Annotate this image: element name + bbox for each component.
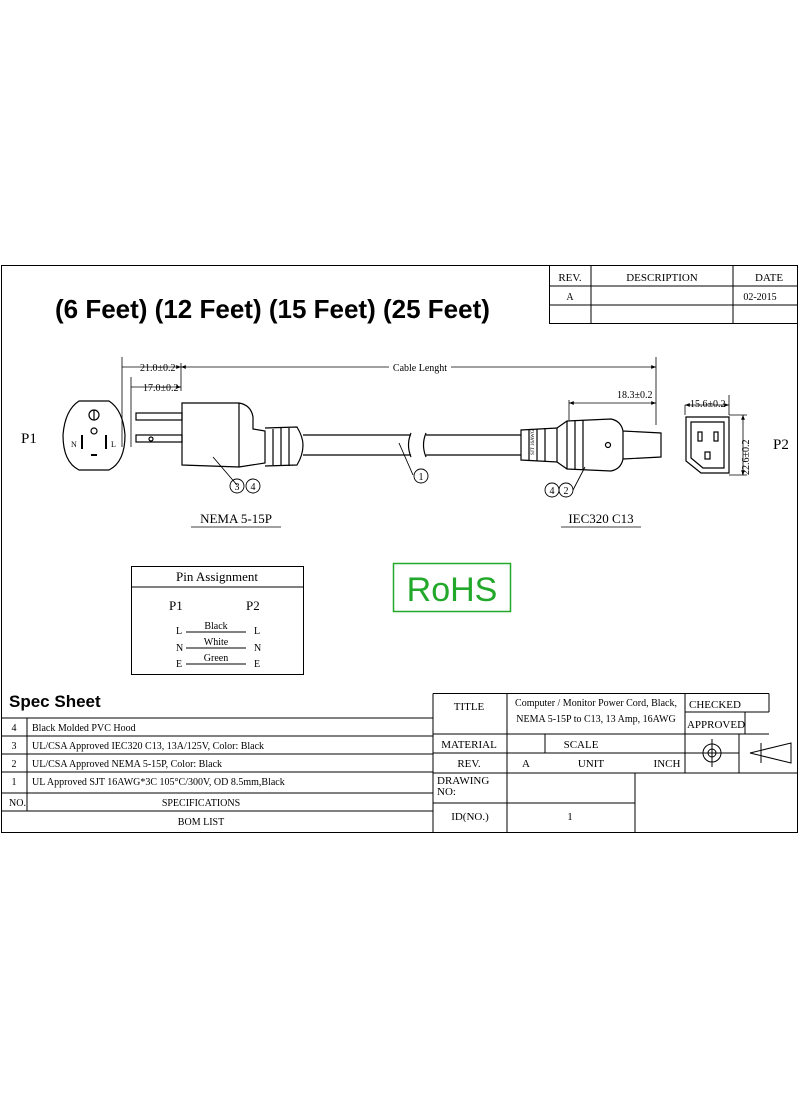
- pin-row-l-left: L: [176, 626, 182, 637]
- pin-row-l-wire: Black: [204, 621, 227, 632]
- plug-pin-n: N: [71, 440, 77, 449]
- drawing-canvas: REV. DESCRIPTION DATE A 02-2015 (6 Feet)…: [1, 265, 798, 833]
- unit-label: UNIT: [578, 758, 605, 770]
- pin-row-e-left: E: [176, 659, 182, 670]
- callouts: [212, 442, 586, 498]
- rev-value-tb: A: [522, 758, 530, 770]
- pin-assignment-box: [131, 566, 304, 675]
- spec-no-3: 3: [12, 741, 17, 752]
- cable-length-label: Cable Lenght: [393, 363, 447, 374]
- projection-symbol: [698, 739, 792, 767]
- date-value: 02-2015: [743, 292, 776, 303]
- spec-item-2: UL/CSA Approved NEMA 5-15P, Color: Black: [32, 759, 222, 770]
- unit-value: INCH: [654, 758, 681, 770]
- dim-17: 17.0±0.2: [143, 383, 179, 394]
- pin-row-n-right: N: [254, 643, 261, 654]
- dim-18: 18.3±0.2: [617, 390, 653, 401]
- bom-list-label: BOM LIST: [178, 817, 224, 828]
- title-line-2: NEMA 5-15P to C13, 13 Amp, 16AWG: [516, 714, 675, 725]
- title-line-1: Computer / Monitor Power Cord, Black,: [515, 698, 677, 709]
- drawing-sheet: REV. DESCRIPTION DATE A 02-2015 (6 Feet)…: [1, 265, 798, 833]
- title-block: [432, 693, 798, 832]
- spec-no-2: 2: [12, 759, 17, 770]
- spec-no-4: 4: [12, 723, 17, 734]
- drawing-no-label-1: DRAWING: [437, 775, 489, 787]
- callout-1: 1: [419, 472, 424, 483]
- rev-value: A: [566, 292, 574, 303]
- callout-3: 3: [235, 482, 240, 493]
- p2-label: P2: [773, 437, 789, 453]
- lengths-title: (6 Feet) (12 Feet) (15 Feet) (25 Feet): [55, 294, 490, 324]
- spec-spec-header: SPECIFICATIONS: [162, 798, 240, 809]
- spec-no-header: NO.: [9, 798, 26, 809]
- date-header: DATE: [755, 272, 783, 284]
- pin-row-l-right: L: [254, 626, 260, 637]
- checked-label: CHECKED: [689, 699, 741, 711]
- rev-label: REV.: [457, 758, 481, 770]
- sheet-border: [1, 265, 798, 833]
- spec-item-1: UL Approved SJT 16AWG*3C 105°C/300V, OD …: [32, 777, 285, 788]
- rohs-label: RoHS: [407, 571, 498, 609]
- pin-row-n-left: N: [176, 643, 183, 654]
- description-header: DESCRIPTION: [626, 272, 698, 284]
- approved-label: APPROVED: [687, 719, 745, 731]
- plug-name: NEMA 5-15P: [200, 511, 272, 526]
- callout-2: 2: [564, 486, 569, 497]
- connector-name: IEC320 C13: [568, 511, 633, 526]
- spec-item-3: UL/CSA Approved IEC320 C13, 13A/125V, Co…: [32, 741, 264, 752]
- dim-22: 22.6±0.2: [741, 440, 752, 476]
- rohs-box: [392, 562, 512, 613]
- scale-label: SCALE: [564, 739, 599, 751]
- pin-p1-header: P1: [169, 598, 183, 613]
- nema-plug-side: [135, 402, 521, 468]
- pin-row-e-wire: Green: [204, 653, 228, 664]
- spec-table: [1, 717, 433, 812]
- revision-table: [549, 265, 798, 324]
- dim-15: 15.6±0.2: [690, 399, 726, 410]
- spec-item-4: Black Molded PVC Hood: [32, 723, 136, 734]
- dim-21: 21.0±0.2: [140, 363, 176, 374]
- callout-4: 4: [251, 482, 256, 493]
- spec-no-1: 1: [12, 777, 17, 788]
- id-no-value: 1: [567, 811, 573, 823]
- p1-label: P1: [21, 431, 37, 447]
- iec-connector-side: [520, 418, 662, 472]
- connector-mark: SJT 16AWG: [531, 429, 536, 455]
- title-label: TITLE: [454, 701, 485, 713]
- rev-header: REV.: [558, 272, 582, 284]
- pin-row-e-right: E: [254, 659, 260, 670]
- iec-connector-face: [685, 416, 730, 474]
- pin-assignment-title: Pin Assignment: [176, 569, 258, 584]
- drawing-no-label-2: NO:: [437, 786, 456, 798]
- id-no-label: ID(NO.): [451, 811, 489, 823]
- pin-p2-header: P2: [246, 598, 260, 613]
- plug-pin-l: L: [111, 440, 116, 449]
- pin-row-n-wire: White: [204, 637, 229, 648]
- callout-4b: 4: [550, 486, 555, 497]
- material-label: MATERIAL: [441, 739, 497, 751]
- spec-sheet-title: Spec Sheet: [9, 692, 101, 711]
- nema-plug-face: [62, 400, 126, 471]
